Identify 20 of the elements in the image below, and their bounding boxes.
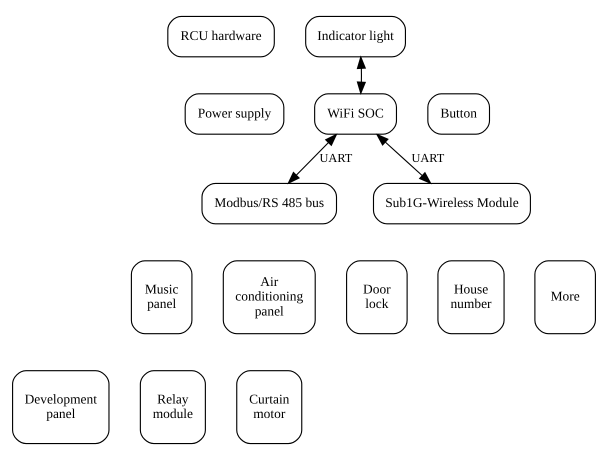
node-box: Button [427,93,490,135]
arrow [356,55,366,96]
node-box: Indicator light [305,16,406,58]
edge-label: UART [411,150,444,165]
node-box: House number [437,260,505,334]
arrow [287,133,338,184]
node-box: Music panel [130,260,192,334]
node-box: Modbus/RS 485 bus [201,182,338,224]
node-box: Power supply [184,93,284,135]
node-box: RCU hardware [167,16,275,58]
node-box: Relay module [140,370,206,444]
edge-label: UART [320,150,352,165]
node-box: WiFi SOC [314,93,398,135]
node-box: Development panel [12,370,110,444]
node-box: Door lock [346,260,408,334]
arrow [376,133,432,184]
node-box: Curtain motor [236,370,302,444]
node-box: Sub1G-Wireless Module [372,182,531,224]
node-box: More [534,260,596,334]
node-box: Air conditioning panel [222,260,316,334]
